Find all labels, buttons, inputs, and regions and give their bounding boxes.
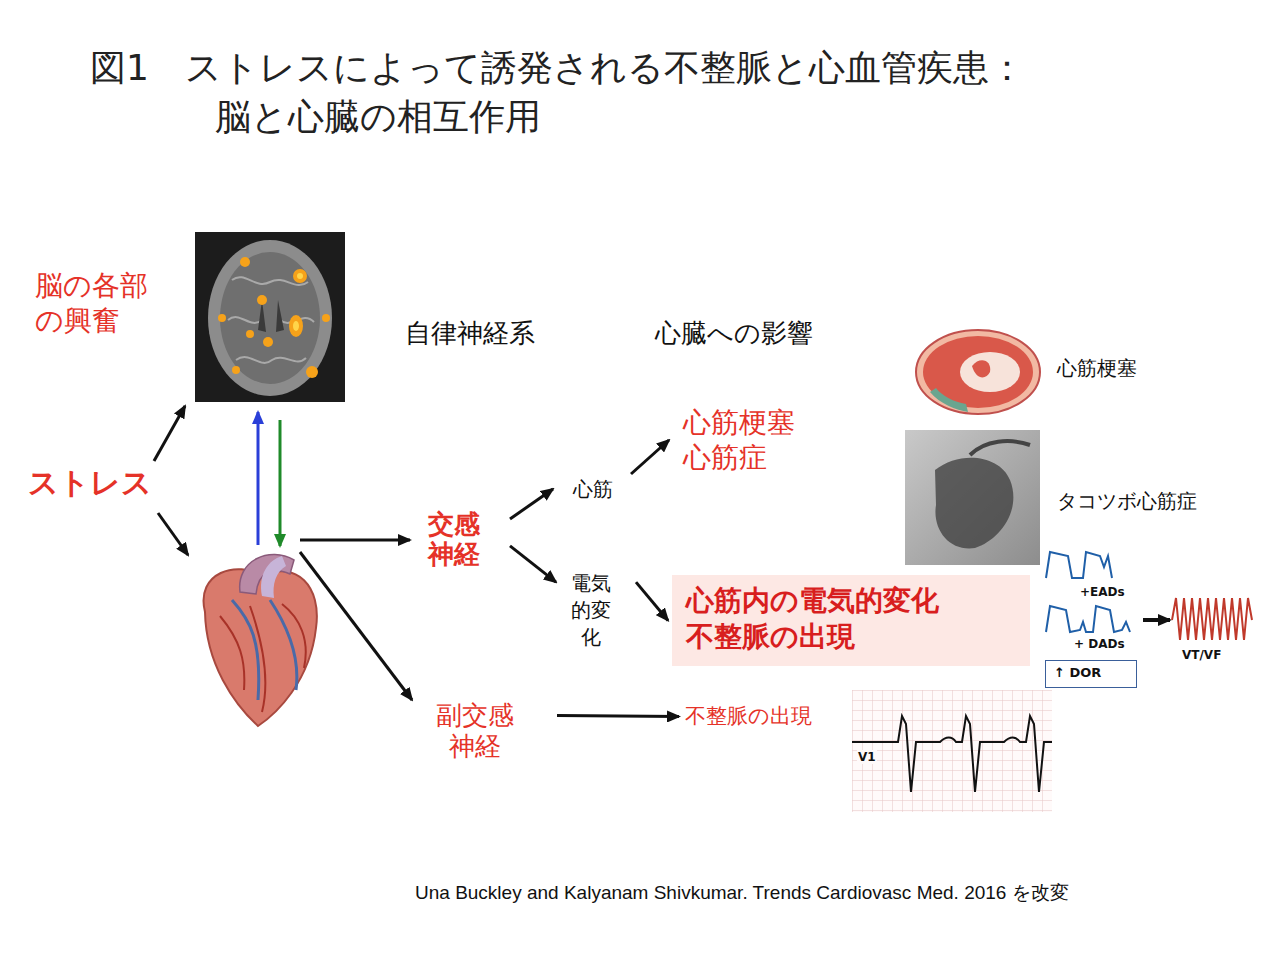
brain-mri (195, 232, 345, 402)
image-caption: 心筋梗塞 (1057, 356, 1137, 380)
lead-label: V1 (857, 750, 877, 764)
trace-label: VT/VF (1182, 648, 1221, 662)
stress-label: ストレス (28, 465, 152, 501)
brain-mri-part (306, 366, 318, 378)
source-caption: Una Buckley and Kalyanam Shivkumar. Tren… (415, 880, 1069, 906)
brain-mri-part (293, 269, 307, 283)
layout-arrows-part (300, 552, 412, 700)
infarct-cross-section (916, 330, 1040, 414)
heart-illustration-part (261, 556, 286, 598)
trace-label: + DADs (1074, 637, 1125, 651)
heart-illustration-part (220, 604, 306, 712)
arrhythmia-label-text: 不整脈の出現 (685, 704, 812, 729)
brain-mri-part (240, 257, 250, 267)
flow-arrow (631, 440, 669, 474)
brain-mri-part (246, 330, 254, 338)
takotsubo-angiogram (905, 430, 1040, 565)
flow-arrow (510, 546, 556, 582)
flow-arrow (154, 406, 185, 461)
brain-mri-part (220, 252, 320, 384)
action-potential-traces-part (1046, 552, 1112, 578)
brain-mri-part (297, 273, 303, 279)
brain-mri-part (232, 366, 240, 374)
electrical-change-label: 電気 的変 化 (568, 570, 614, 651)
parasympathetic-label-text: 副交感 神経 (430, 700, 520, 762)
heart-illustration-part (204, 569, 317, 726)
heart-illustration (204, 555, 317, 726)
column-heading: 心臓への影響 (655, 318, 813, 349)
layout-arrows-part (257, 412, 260, 545)
brain-image-node-text: 脳の各部 の興奮 (35, 268, 170, 338)
layout-arrows-part (1143, 618, 1170, 622)
ecg-strip-part (852, 690, 1052, 812)
dor-box: ↑ DOR (1045, 660, 1137, 688)
sympathetic-label: 交感 神経 (428, 510, 490, 570)
ecg-strip (852, 690, 1052, 812)
infarct-cross-section-part (930, 388, 968, 412)
brain-mri-part (195, 232, 345, 402)
dor-box-text: ↑ DOR (1054, 665, 1128, 682)
brain-mri-part (289, 315, 303, 337)
arrhythmia-highlight-box-text: 心筋内の電気的変化 不整脈の出現 (686, 583, 1016, 656)
layout-arrows-part (279, 420, 282, 546)
layout-arrows (158, 412, 1170, 700)
flow-arrow (636, 582, 668, 620)
ecg-strip-part (852, 716, 1052, 792)
takotsubo-angiogram-part (935, 458, 1013, 549)
infarction-cardiomyopathy-label-text: 心筋梗塞 心筋症 (683, 405, 823, 475)
electrical-change-label-text: 電気 的変 化 (568, 570, 614, 651)
brain-mri-part (322, 314, 330, 322)
takotsubo-angiogram-part (905, 430, 1040, 565)
image-caption: タコツボ心筋症 (1057, 489, 1197, 513)
trace-label: +EADs (1080, 585, 1125, 599)
flow-arrow (510, 489, 553, 519)
infarct-cross-section-part (960, 352, 1020, 392)
column-heading: 自律神経系 (405, 318, 535, 349)
parasympathetic-label: 副交感 神経 (430, 700, 520, 762)
action-potential-traces-part (1046, 606, 1130, 632)
stress-label-text: ストレス (28, 465, 152, 501)
myocardium-label: 心筋 (573, 476, 613, 502)
flow-arrow (557, 716, 679, 717)
brain-mri-part (263, 337, 273, 347)
arrhythmia-label: 不整脈の出現 (685, 704, 812, 729)
layout-arrows-part (300, 539, 410, 542)
brain-image-node: 脳の各部 の興奮 (195, 232, 345, 402)
action-potential-traces-part (1172, 598, 1252, 640)
infarct-cross-section-part (916, 330, 1040, 414)
sympathetic-label-text: 交感 神経 (428, 510, 490, 570)
brain-mri-part (293, 321, 299, 331)
brain-mri-part (208, 240, 332, 396)
takotsubo-angiogram-part (970, 441, 1030, 455)
action-potential-traces (1046, 552, 1252, 640)
ecg-strip-part (852, 690, 1052, 812)
myocardium-label-text: 心筋 (573, 476, 613, 502)
layout-arrows-part (158, 513, 188, 555)
brain-mri-part (257, 295, 267, 305)
figure-title: 図1 ストレスによって誘発される不整脈と心血管疾患： 脳と心臓の相互作用 (90, 44, 1190, 141)
infarction-cardiomyopathy-label: 心筋梗塞 心筋症 (683, 405, 823, 475)
infarct-cross-section-part (972, 360, 990, 377)
brain-mri-part (228, 277, 314, 363)
arrhythmia-highlight-box: 心筋内の電気的変化 不整脈の出現 (672, 575, 1030, 666)
brain-mri-part (218, 314, 226, 322)
